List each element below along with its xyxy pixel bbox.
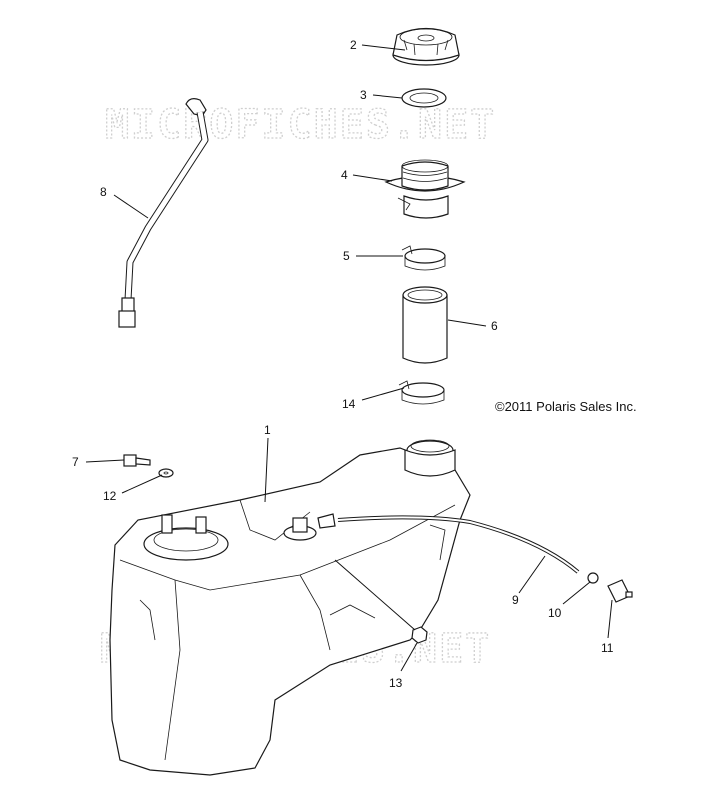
callout-8: 8: [100, 185, 107, 199]
small-cap-part: [587, 572, 599, 584]
leader-lines: [85, 44, 613, 672]
washer-part: [158, 468, 174, 478]
nut-part: [411, 626, 428, 644]
clamp-lower-part: [398, 380, 445, 405]
callout-12: 12: [103, 489, 117, 503]
tank-hose-part: [337, 515, 580, 574]
callout-7: 7: [72, 455, 79, 469]
fuel-tank-part: [109, 439, 471, 776]
callout-11: 11: [601, 641, 614, 655]
vent-line-part: [118, 98, 209, 328]
clamp-upper-part: [401, 245, 446, 271]
copyright-notice: ©2011 Polaris Sales Inc.: [495, 399, 637, 414]
watermark-top: MICROFICHES.NET: [105, 102, 496, 148]
callout-3: 3: [360, 88, 367, 102]
callout-1: 1: [264, 423, 271, 437]
hose-part: [402, 286, 448, 364]
fuel-cap-part: [392, 27, 460, 66]
callout-13: 13: [389, 676, 403, 690]
valve-part: [607, 579, 633, 603]
callout-6: 6: [491, 319, 498, 333]
callout-10: 10: [548, 606, 562, 620]
callout-5: 5: [343, 249, 350, 263]
callout-14: 14: [342, 397, 356, 411]
callout-9: 9: [512, 593, 519, 607]
callout-4: 4: [341, 168, 348, 182]
callout-2: 2: [350, 38, 357, 52]
filler-neck-part: [384, 159, 466, 219]
bolt-part: [123, 454, 151, 467]
gasket-part: [401, 88, 447, 108]
